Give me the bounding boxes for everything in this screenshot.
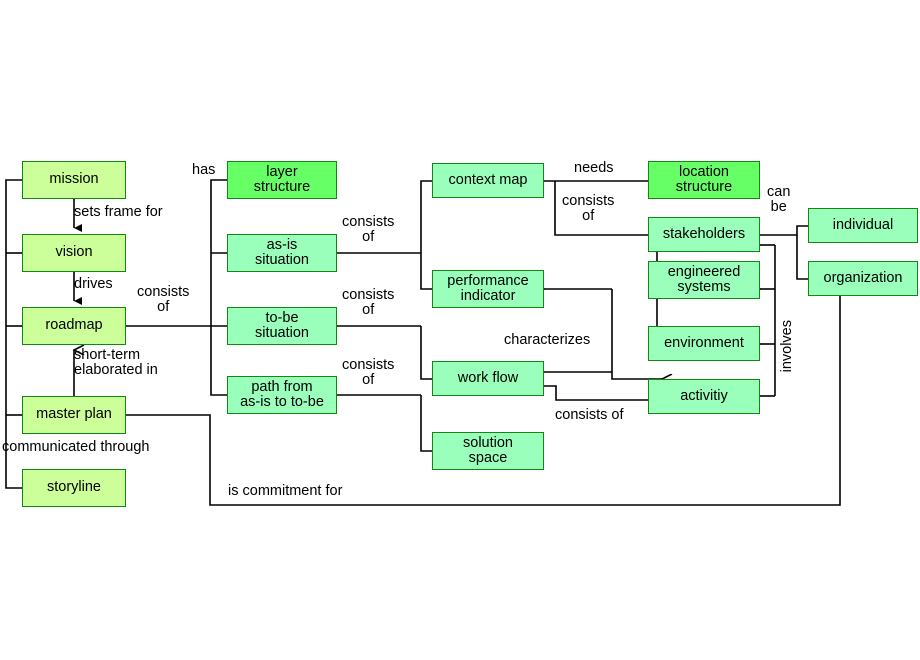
node-organization[interactable]: organization [808,261,918,296]
edge-label-consists-of-path: consists of [342,357,395,389]
edge-label-communicated-through: communicated through [2,439,150,455]
edge-label-sets-frame-for: sets frame for [74,204,163,220]
edge-label-consists-of-context: consists of [562,193,615,225]
node-performance[interactable]: performance indicator [432,270,544,308]
node-path[interactable]: path from as-is to to-be [227,376,337,414]
edge-label-drives: drives [74,276,113,292]
node-activitiy[interactable]: activitiy [648,379,760,414]
node-solution-space[interactable]: solution space [432,432,544,470]
node-master-plan[interactable]: master plan [22,396,126,434]
node-vision[interactable]: vision [22,234,126,272]
node-roadmap[interactable]: roadmap [22,307,126,345]
edge-label-characterizes: characterizes [504,332,591,348]
node-layer-structure[interactable]: layer structure [227,161,337,199]
node-location[interactable]: location structure [648,161,760,199]
edge-label-involves: involves [779,320,795,373]
edge-label-consists-of-to-be: consists of [342,287,395,319]
edge-label-is-commitment-for: is commitment for [228,483,343,499]
node-stakeholders[interactable]: stakeholders [648,217,760,252]
edge-label-consists-of-workflow: consists of [555,407,624,423]
edge-label-can-be: can be [767,184,791,216]
edge-label-needs: needs [574,160,614,176]
edge-label-short-term: short-term elaborated in [74,347,158,379]
edge-label-consists-of-roadmap: consists of [137,284,190,316]
node-environment[interactable]: environment [648,326,760,361]
node-context-map[interactable]: context map [432,163,544,198]
node-mission[interactable]: mission [22,161,126,199]
node-as-is[interactable]: as-is situation [227,234,337,272]
edge-label-consists-of-as-is: consists of [342,214,395,246]
node-storyline[interactable]: storyline [22,469,126,507]
node-to-be[interactable]: to-be situation [227,307,337,345]
node-work-flow[interactable]: work flow [432,361,544,396]
edge-label-has: has [192,162,216,178]
node-engineered[interactable]: engineered systems [648,261,760,299]
node-individual[interactable]: individual [808,208,918,243]
